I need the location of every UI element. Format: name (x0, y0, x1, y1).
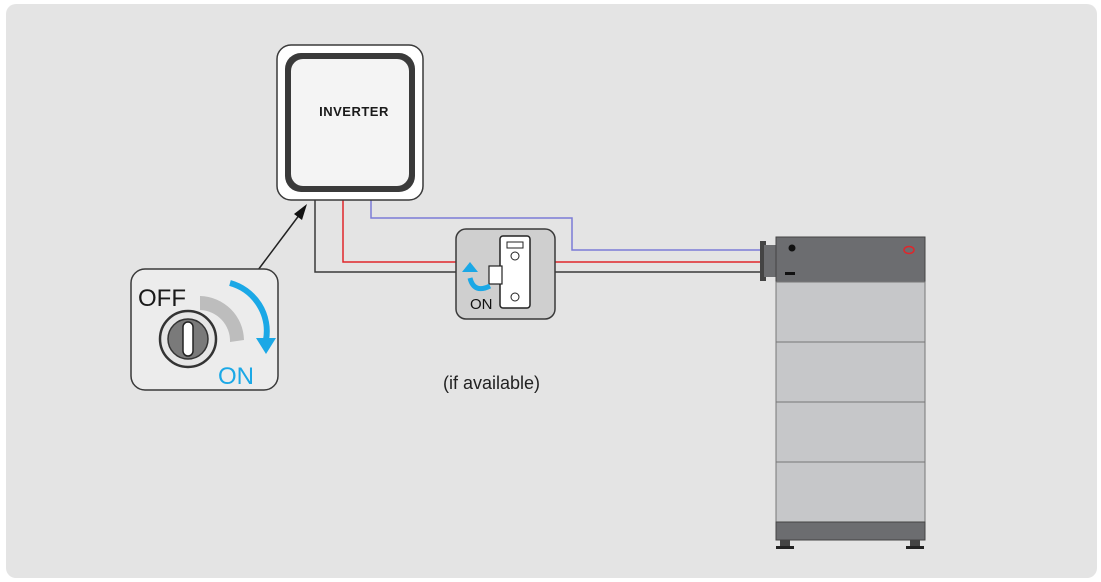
battery-stack-icon (760, 236, 926, 549)
availability-note: (if available) (443, 373, 541, 393)
wires (314, 200, 764, 273)
key-switch-icon (130, 268, 279, 391)
red-wire (342, 200, 456, 263)
inverter-box-icon (276, 44, 424, 201)
inverter-label: INVERTER (319, 104, 389, 119)
key-on-label: ON (218, 363, 254, 390)
rotate-arrow-icon (229, 280, 270, 341)
pointer-arrow-icon (257, 204, 307, 271)
circuit-breaker-icon (455, 228, 556, 320)
blue-wire (370, 200, 764, 251)
breaker-on-label: ON (470, 296, 493, 313)
black-wire (314, 200, 456, 273)
key-off-label: OFF (138, 285, 186, 312)
